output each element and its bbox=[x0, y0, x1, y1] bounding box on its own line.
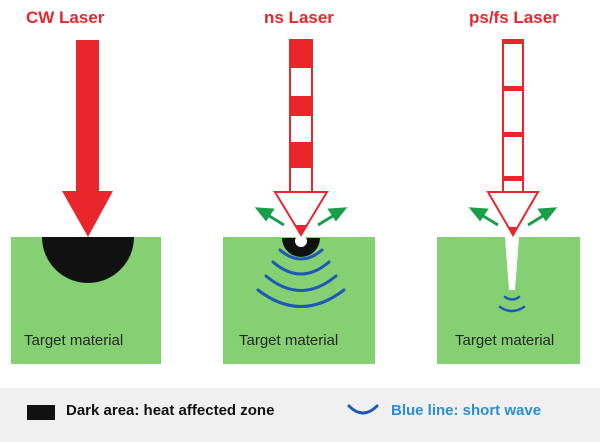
psfs-laser-beam bbox=[502, 39, 524, 193]
ns-laser-title: ns Laser bbox=[264, 8, 334, 27]
psfs-laser-arrowhead bbox=[486, 191, 540, 237]
psfs-arrowhead-tip bbox=[508, 227, 518, 237]
ns-heat-affected-zone bbox=[282, 238, 320, 257]
cw-heat-affected-zone bbox=[42, 237, 134, 283]
cw-laser-title: CW Laser bbox=[26, 8, 105, 27]
ns-ejecta-arrows bbox=[254, 207, 348, 227]
psfs-short-wave-2 bbox=[498, 305, 526, 313]
ns-short-waves bbox=[256, 248, 346, 308]
ns-short-wave-1 bbox=[278, 248, 324, 261]
ns-short-wave-4 bbox=[256, 288, 346, 308]
psfs-ejecta-arrows bbox=[468, 207, 558, 227]
cw-laser-arrowhead bbox=[62, 191, 113, 237]
short-wave-swatch bbox=[347, 404, 379, 415]
legend-bar: Dark area: heat affected zone Blue line:… bbox=[0, 388, 600, 442]
target-material-label-ns: Target material bbox=[239, 332, 339, 349]
psfs-ablation-channel bbox=[505, 237, 519, 290]
psfs-laser-panel bbox=[468, 39, 558, 313]
laser-diagram-art bbox=[42, 39, 558, 313]
ns-laser-arrowhead bbox=[273, 191, 329, 237]
cw-laser-beam bbox=[76, 40, 99, 192]
target-material-label-cw: Target material bbox=[24, 332, 124, 349]
ns-short-wave-2 bbox=[271, 260, 331, 276]
legend-blue-line-label: Blue line: short wave bbox=[391, 402, 542, 419]
legend-dark-area-label: Dark area: heat affected zone bbox=[66, 402, 275, 419]
psfs-laser-title: ps/fs Laser bbox=[469, 8, 559, 27]
ns-laser-panel bbox=[254, 39, 348, 308]
psfs-short-wave-1 bbox=[503, 295, 521, 301]
ns-laser-beam bbox=[289, 39, 313, 193]
ns-ablation-spot bbox=[295, 235, 307, 247]
target-material-label-psfs: Target material bbox=[455, 332, 555, 349]
cw-laser-panel bbox=[42, 40, 134, 283]
psfs-short-waves bbox=[498, 295, 526, 313]
ns-short-wave-3 bbox=[264, 274, 338, 292]
heat-zone-swatch bbox=[27, 405, 55, 420]
ns-arrowhead-tip bbox=[295, 225, 307, 235]
